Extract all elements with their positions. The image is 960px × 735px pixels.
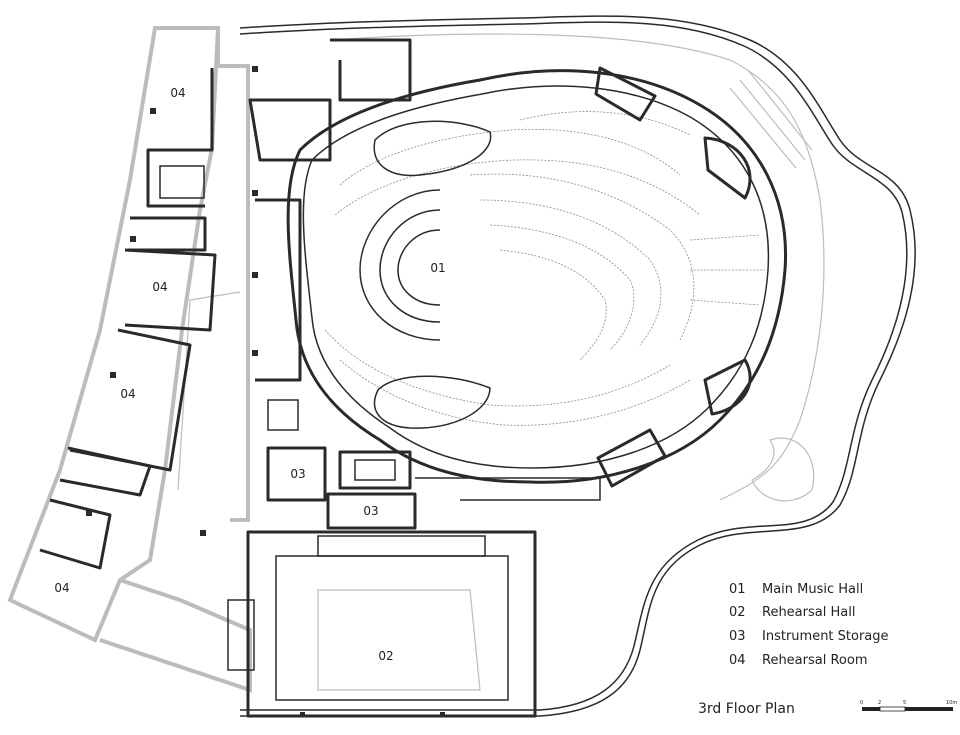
legend-code: 04 [729, 653, 746, 668]
room-label-storage-b: 03 [363, 504, 378, 518]
legend-code: 01 [729, 582, 746, 597]
scale-tick: 0 [860, 700, 863, 706]
rehearsal-hall-block [227, 530, 537, 718]
room-label-rehearsal-room-1: 04 [170, 86, 185, 100]
legend-code: 03 [729, 629, 746, 644]
legend: 01 Main Music Hall 02 Rehearsal Hall 03 … [729, 582, 889, 668]
legend-code: 02 [729, 605, 746, 620]
room-label-rehearsal-room-4: 04 [54, 581, 69, 595]
site-boundary [239, 15, 916, 717]
terrace-contour [329, 33, 825, 501]
main-hall [286, 69, 788, 484]
scale-bar: 0 2 5 10m [860, 700, 957, 712]
legend-label: Rehearsal Hall [762, 605, 855, 620]
legend-label: Rehearsal Room [762, 653, 868, 668]
room-label-main-hall: 01 [430, 261, 445, 275]
plan-title: 3rd Floor Plan [698, 701, 795, 717]
service-core [248, 38, 601, 530]
columns [86, 66, 445, 717]
room-label-rehearsal-room-2: 04 [152, 280, 167, 294]
legend-label: Main Music Hall [762, 582, 863, 597]
scale-tick: 2 [878, 700, 881, 706]
left-wing [7, 26, 252, 693]
scale-tick: 10m [946, 700, 957, 706]
scale-tick: 5 [903, 700, 906, 706]
room-label-storage-a: 03 [290, 467, 305, 481]
room-label-rehearsal-hall: 02 [378, 649, 393, 663]
hall-perimeter [594, 66, 815, 502]
legend-label: Instrument Storage [762, 629, 889, 644]
room-label-rehearsal-room-3: 04 [120, 387, 135, 401]
